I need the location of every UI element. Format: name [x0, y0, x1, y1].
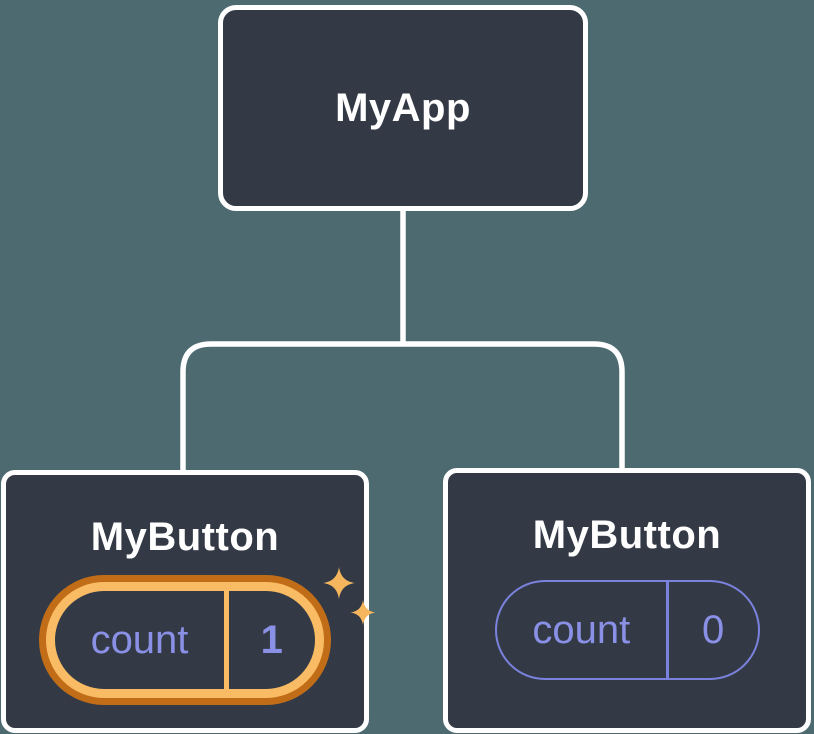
- state-pill-plain: count 0: [494, 580, 760, 680]
- root-node-label: MyApp: [335, 85, 471, 130]
- state-key-label: count: [532, 607, 631, 652]
- state-value: 0: [701, 607, 725, 652]
- state-pill-wrap: count 1: [46, 582, 324, 698]
- pill-divider: [224, 591, 229, 689]
- state-key-cell: count: [55, 591, 224, 689]
- state-key-cell: count: [497, 582, 667, 678]
- child-node-mybutton-left: MyButton count 1: [1, 470, 376, 733]
- child-node-label: MyButton: [90, 515, 280, 559]
- state-pill-highlighted: count 1: [46, 582, 324, 698]
- child-node-mybutton-right: MyButton count 0: [443, 468, 811, 733]
- child-node-label: MyButton: [532, 513, 722, 557]
- state-value-cell: 0: [669, 582, 758, 678]
- state-value: 1: [260, 617, 283, 662]
- sparkle-icon: [323, 567, 376, 625]
- root-node-myapp: MyApp: [218, 5, 588, 211]
- state-pill-wrap: count 0: [494, 580, 760, 680]
- state-value-cell: 1: [229, 591, 316, 689]
- state-key-label: count: [90, 617, 189, 662]
- pill-divider: [666, 582, 669, 678]
